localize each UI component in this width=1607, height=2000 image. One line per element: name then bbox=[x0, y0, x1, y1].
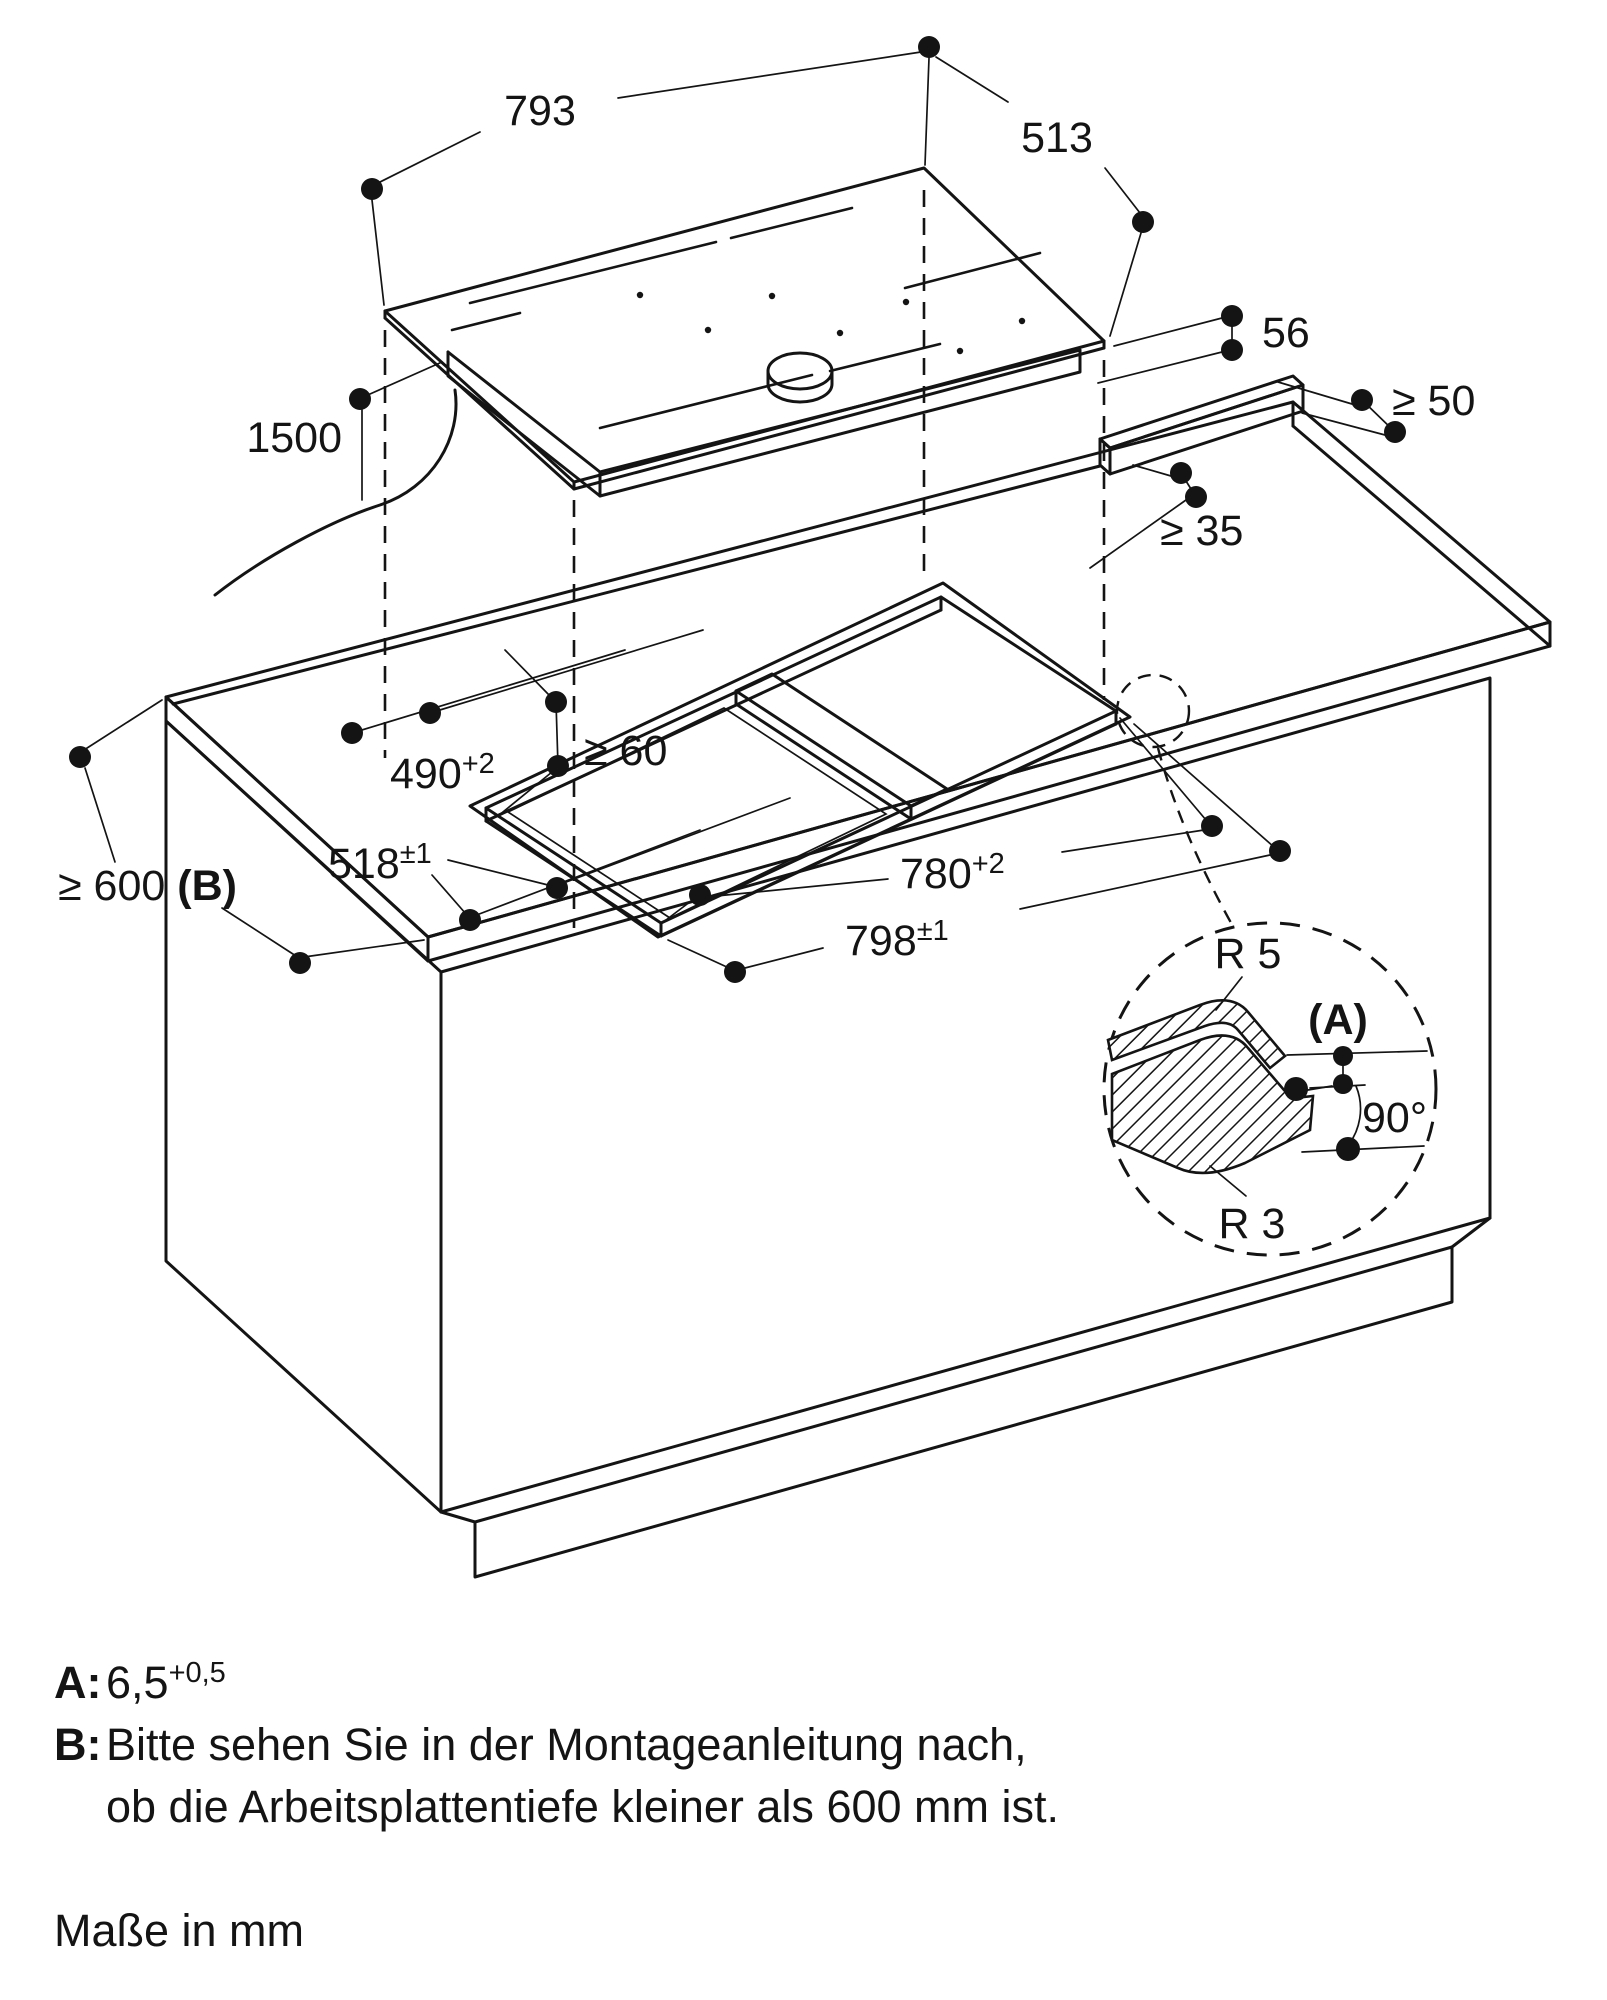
dim-793: 793 bbox=[361, 36, 940, 306]
dim-label-ge600: ≥ 600 (B) bbox=[58, 862, 237, 910]
backsplash-rail bbox=[1098, 374, 1305, 476]
cutout-step-frame bbox=[506, 707, 888, 919]
detail-label-r5: R 5 bbox=[1215, 930, 1282, 978]
detail-label-90deg: 90° bbox=[1362, 1094, 1427, 1142]
detail-callout: R 5 (A) 90° R 3 bbox=[1102, 673, 1438, 1257]
detail-leader bbox=[1156, 747, 1237, 931]
dim-label-490: 490+2 bbox=[390, 748, 495, 798]
dim-ge50: ≥ 50 bbox=[1277, 377, 1475, 443]
dim-label-793: 793 bbox=[504, 87, 576, 135]
hob-body bbox=[446, 348, 1082, 498]
dim-513: 513 bbox=[935, 56, 1154, 337]
dim-56: 56 bbox=[1097, 305, 1310, 384]
dim-490: 490+2 bbox=[341, 629, 704, 798]
dim-ge600: ≥ 600 (B) bbox=[58, 699, 425, 974]
units-note: Maße in mm bbox=[54, 1905, 305, 1957]
note-a-value: 6,5+0,5 bbox=[106, 1657, 226, 1708]
note-a: A: 6,5+0,5 bbox=[54, 1652, 1454, 1714]
dim-label-518: 518±1 bbox=[328, 838, 432, 888]
dim-798: 798±1 bbox=[667, 723, 1291, 983]
dim-518: 518±1 bbox=[328, 797, 791, 931]
projection-lines bbox=[383, 190, 1106, 928]
dim-1500: 1500 bbox=[246, 361, 443, 501]
dim-ge60: ≥ 60 bbox=[497, 649, 667, 817]
cooktop bbox=[213, 166, 1106, 597]
dim-label-513: 513 bbox=[1021, 114, 1093, 162]
cooking-zone-markings bbox=[450, 206, 1042, 430]
footnotes: A: 6,5+0,5 B: Bitte sehen Sie in der Mon… bbox=[54, 1652, 1454, 1962]
dim-label-798: 798±1 bbox=[845, 915, 949, 965]
note-b-label: B: bbox=[54, 1719, 102, 1771]
dim-label-1500: 1500 bbox=[246, 414, 342, 462]
note-a-label: A: bbox=[54, 1657, 102, 1708]
dim-label-ge35: ≥ 35 bbox=[1160, 507, 1243, 555]
dim-label-ge50: ≥ 50 bbox=[1392, 377, 1475, 425]
detail-label-r3: R 3 bbox=[1219, 1200, 1286, 1248]
dim-780: 780+2 bbox=[665, 717, 1223, 921]
dim-label-780: 780+2 bbox=[900, 848, 1005, 898]
dim-ge35: ≥ 35 bbox=[1089, 462, 1243, 569]
detail-source-circle bbox=[1115, 673, 1191, 749]
plinth bbox=[439, 1216, 1492, 1579]
worktop-cutout bbox=[468, 581, 1132, 939]
detail-section-upper bbox=[1106, 999, 1287, 1070]
detail-label-a: (A) bbox=[1308, 996, 1368, 1044]
note-b: B: Bitte sehen Sie in der Montageanleitu… bbox=[54, 1714, 1454, 1838]
dim-label-ge60: ≥ 60 bbox=[584, 727, 667, 775]
dim-label-56: 56 bbox=[1262, 309, 1310, 357]
note-b-text: Bitte sehen Sie in der Montageanleitung … bbox=[106, 1719, 1059, 1833]
cutout-crossbar bbox=[734, 672, 949, 821]
power-cable bbox=[213, 388, 458, 597]
